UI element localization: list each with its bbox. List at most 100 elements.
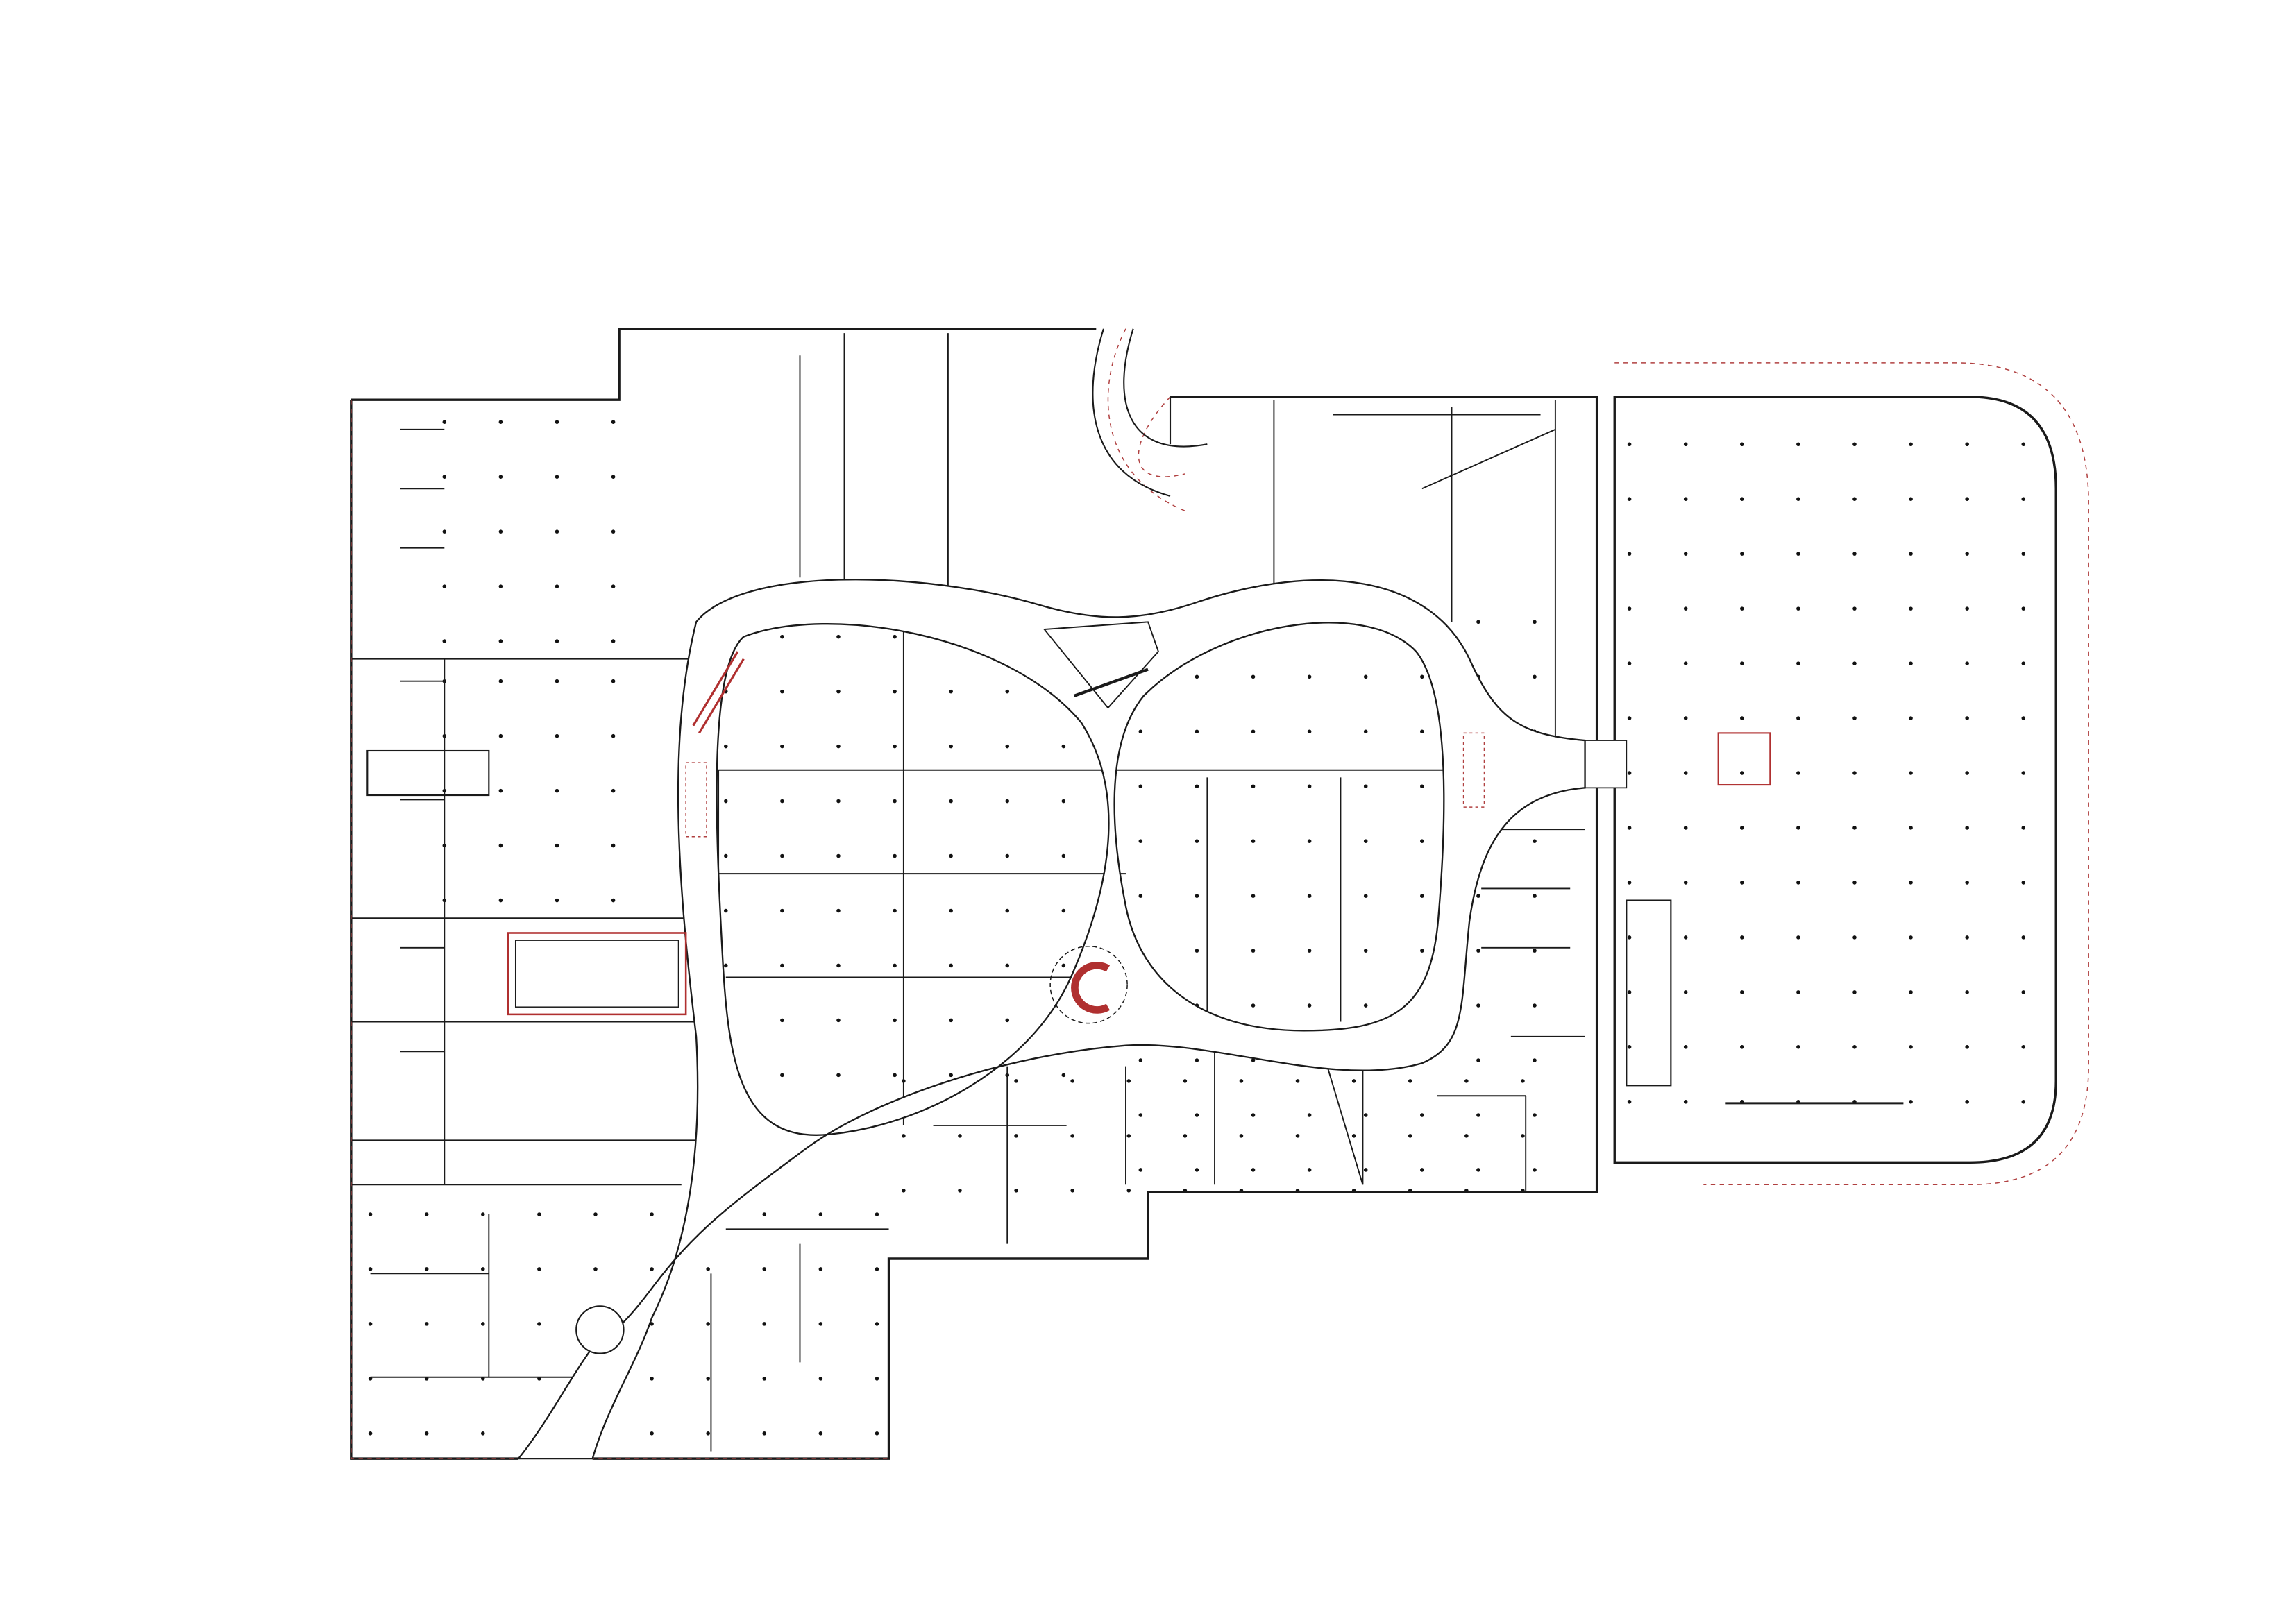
column-dot [1476, 1003, 1480, 1008]
column-dot [1533, 1113, 1537, 1117]
column-dot [1627, 1100, 1632, 1104]
parking-structure [1613, 396, 2057, 1164]
column-dot [555, 420, 559, 424]
column-dot [1195, 1113, 1199, 1117]
column-dot [1909, 881, 1913, 885]
column-dot [1965, 661, 1969, 665]
column-dot [1852, 606, 1857, 611]
mall-corridor [516, 578, 1586, 1460]
column-dot [593, 1267, 598, 1271]
column-dot [875, 1431, 879, 1436]
column-dot [1683, 935, 1688, 940]
column-dot [780, 853, 784, 858]
column-dot [368, 1431, 373, 1436]
column-dot [1476, 1058, 1480, 1062]
column-dot [2021, 935, 2026, 940]
column-dot [893, 744, 897, 749]
column-dot [1683, 1100, 1688, 1104]
north-access-road [1092, 328, 1208, 497]
column-dot [555, 475, 559, 479]
column-dot [611, 639, 616, 643]
column-dot [1740, 716, 1744, 720]
column-dot [1420, 1113, 1424, 1117]
column-dot [1683, 552, 1688, 556]
column-dot [1420, 839, 1424, 843]
column-dot [1195, 1058, 1199, 1062]
column-dot [442, 584, 447, 588]
column-dot [1295, 1134, 1300, 1138]
column-dot [893, 634, 897, 639]
column-dot [1533, 1058, 1537, 1062]
column-dot [836, 908, 841, 913]
column-dot [1796, 552, 1800, 556]
column-dot [498, 788, 503, 793]
column-dot [2021, 1045, 2026, 1049]
column-dot [1138, 839, 1143, 843]
column-dot [1909, 1100, 1913, 1104]
column-dot [1195, 784, 1199, 788]
column-dot [1195, 894, 1199, 898]
column-dot [1965, 497, 1969, 501]
column-dot [949, 908, 953, 913]
column-dot [949, 963, 953, 968]
column-dot [1533, 894, 1537, 898]
column-dot [902, 1189, 906, 1193]
column-dot [1627, 990, 1632, 994]
column-dot [1195, 949, 1199, 953]
column-dot [724, 853, 728, 858]
column-dot [893, 1073, 897, 1078]
column-dot [875, 1267, 879, 1271]
column-dot [1965, 1045, 1969, 1049]
column-dot [2021, 606, 2026, 611]
column-dot [1005, 1018, 1010, 1023]
parking-bridge [1581, 740, 1628, 789]
column-dot [1627, 826, 1632, 830]
column-dot [762, 1377, 767, 1381]
column-dot [1683, 661, 1688, 665]
column-dot [555, 843, 559, 848]
column-dot [780, 689, 784, 694]
column-dot [1796, 1045, 1800, 1049]
column-dot [949, 1073, 953, 1078]
column-dot [1627, 771, 1632, 775]
column-dot [780, 1018, 784, 1023]
column-dot [836, 689, 841, 694]
column-dot [1476, 894, 1480, 898]
column-dot [836, 1073, 841, 1078]
column-dot [949, 853, 953, 858]
column-dot [1852, 497, 1857, 501]
column-dot [442, 475, 447, 479]
column-dot [1627, 935, 1632, 940]
column-dot [836, 963, 841, 968]
column-dot [1533, 949, 1537, 953]
column-dot [706, 1267, 710, 1271]
column-dot [555, 529, 559, 534]
dashed-site-outline [351, 328, 1185, 1459]
column-dot [1796, 990, 1800, 994]
column-dot [368, 1267, 373, 1271]
column-dot [498, 584, 503, 588]
column-dot [1307, 1113, 1312, 1117]
column-dot [1420, 894, 1424, 898]
column-dot [893, 963, 897, 968]
column-dot [1183, 1079, 1188, 1083]
column-dot [1683, 606, 1688, 611]
column-dot [780, 908, 784, 913]
column-dot [1138, 729, 1143, 734]
column-dot [1476, 1113, 1480, 1117]
column-dot [1251, 674, 1256, 679]
column-dot [2021, 716, 2026, 720]
column-dot [836, 744, 841, 749]
column-dot [1307, 839, 1312, 843]
column-dot [1014, 1079, 1018, 1083]
column-dot [611, 420, 616, 424]
column-dot [1909, 716, 1913, 720]
column-dot [1683, 881, 1688, 885]
escalator-west [692, 651, 745, 734]
column-dot [1070, 1189, 1074, 1193]
column-dot [498, 420, 503, 424]
escalator-north [1073, 668, 1149, 698]
column-dot [1852, 442, 1857, 447]
column-dot [1740, 497, 1744, 501]
